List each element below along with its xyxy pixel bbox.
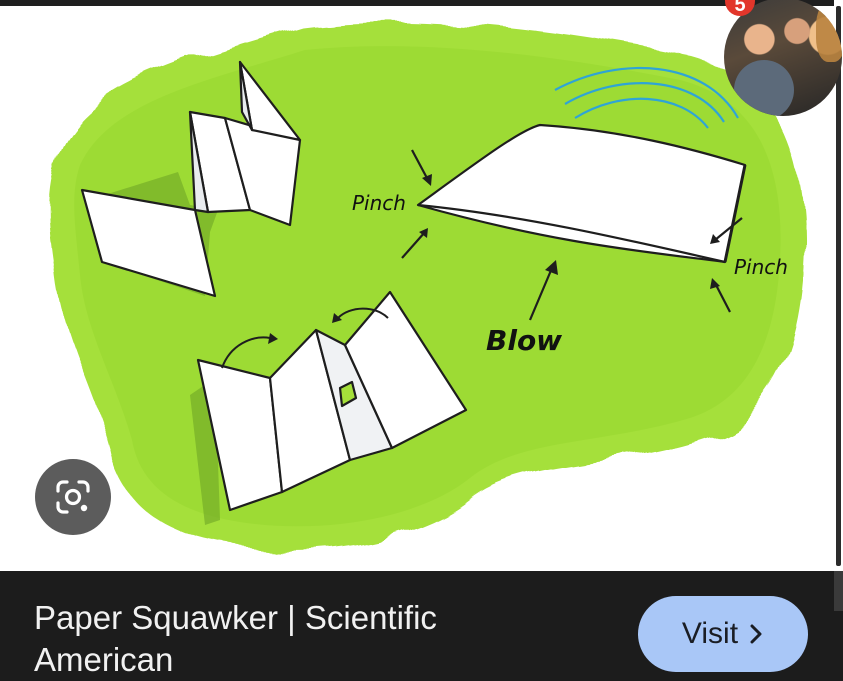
paper-squawker-illustration: Pinch Pinch Blow — [49, 19, 806, 550]
pinch-left-label: Pinch — [352, 191, 406, 215]
scrollbar-thumb[interactable] — [836, 6, 841, 566]
paper-squawker — [416, 123, 747, 264]
pinch-right-label: Pinch — [734, 255, 788, 279]
image-preview[interactable]: Pinch Pinch Blow 5 — [0, 0, 843, 571]
google-lens-button[interactable] — [35, 459, 111, 535]
green-blob-background — [49, 19, 806, 550]
avatar[interactable] — [724, 0, 842, 116]
notification-badge: 5 — [725, 0, 755, 16]
visit-button[interactable]: Visit — [638, 596, 808, 672]
scrollbar[interactable] — [834, 0, 843, 571]
chevron-right-icon — [750, 624, 762, 644]
result-title[interactable]: Paper Squawker | Scientific American — [34, 599, 437, 678]
visit-label: Visit — [681, 617, 739, 650]
result-info-bar: Paper Squawker | Scientific American Vis… — [0, 571, 843, 681]
top-strip — [0, 0, 843, 6]
rotation-arrows — [221, 307, 389, 369]
zigzag-folded-paper — [80, 60, 302, 298]
sound-waves — [554, 67, 739, 129]
blow-label: Blow — [486, 324, 562, 357]
instruction-arrows — [401, 149, 743, 321]
google-lens-icon — [56, 480, 90, 514]
folded-paper-sheet — [190, 290, 468, 525]
